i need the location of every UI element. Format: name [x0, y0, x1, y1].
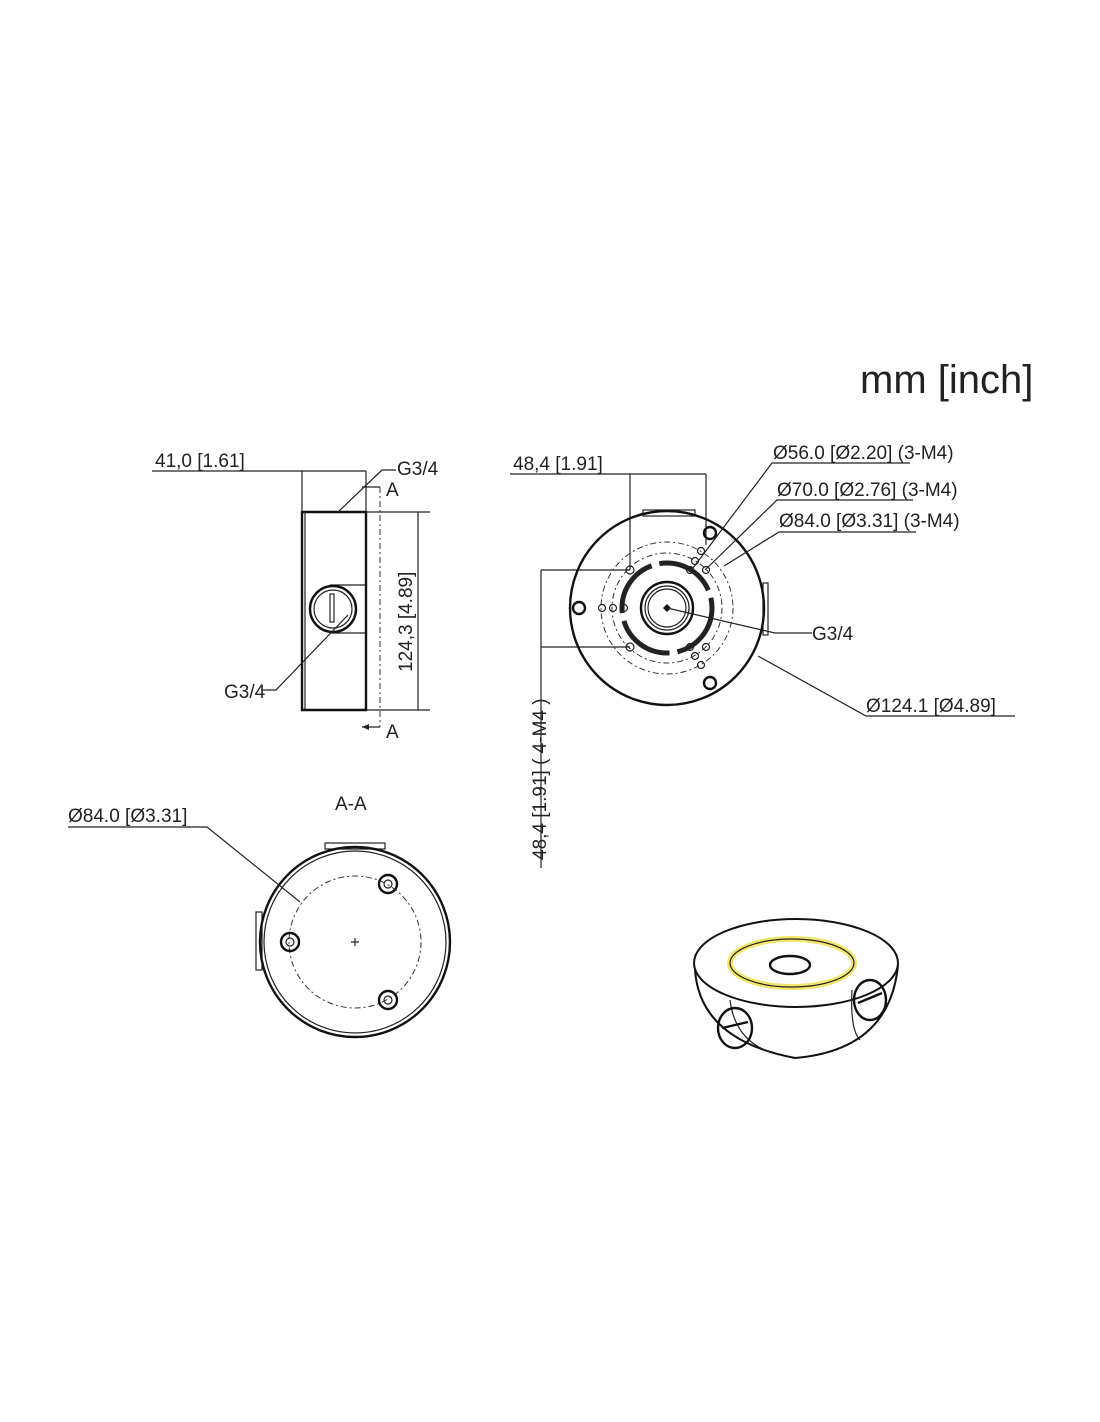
section-view: A-A Ø84.0 [Ø3.31]: [68, 794, 452, 1039]
mounting-holes: [571, 525, 718, 691]
hole-circle-56-label: Ø56.0 [Ø2.20] (3-M4): [773, 443, 954, 464]
section-hole-circle-label: Ø84.0 [Ø3.31]: [68, 806, 187, 827]
center-thread-label: G3/4: [812, 624, 854, 645]
section-mark-bottom: A: [386, 722, 399, 743]
hole-circle-70-label: Ø70.0 [Ø2.76] (3-M4): [777, 480, 958, 501]
section-title: A-A: [335, 794, 367, 815]
thread-side-label: G3/4: [224, 682, 266, 703]
thread-top-label: G3/4: [397, 459, 439, 480]
outer-diameter-label: Ø124.1 [Ø4.89]: [866, 696, 996, 717]
height-dimension: 124,3 [4.89]: [396, 572, 417, 672]
side-view: 41,0 [1.61] 124,3 [4.89] A A G3/4 G3/4: [152, 451, 439, 743]
vertical-dimension: 48,4 [1.91] ( 4-M4 ): [530, 698, 551, 860]
top-view: 48,4 [1.91] 48,4 [1.91] ( 4-M4 ) Ø56.0 […: [510, 443, 1015, 868]
width-dimension: 41,0 [1.61]: [155, 451, 245, 472]
offset-dimension: 48,4 [1.91]: [513, 454, 603, 475]
hole-circle-84-label: Ø84.0 [Ø3.31] (3-M4): [779, 511, 960, 532]
isometric-render: [693, 918, 899, 1060]
section-mark-top: A: [386, 480, 399, 501]
units-label: mm [inch]: [860, 358, 1033, 402]
